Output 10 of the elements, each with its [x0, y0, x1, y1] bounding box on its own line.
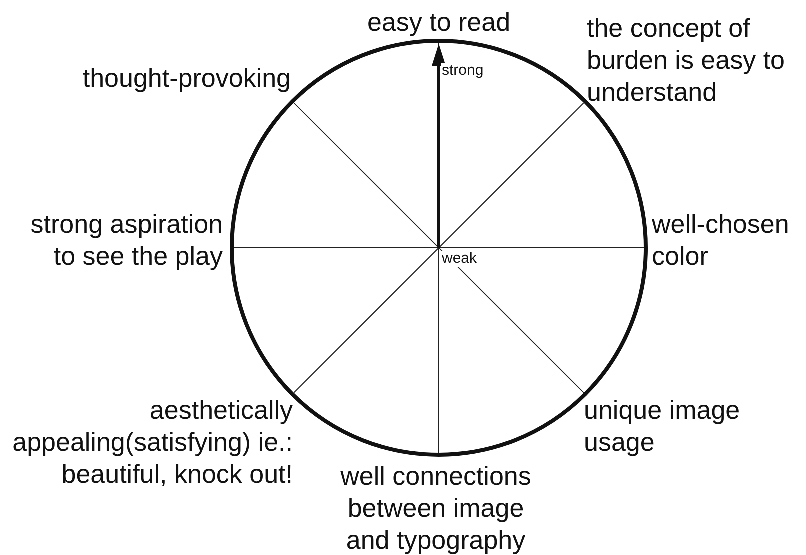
scale-label: strong — [441, 63, 485, 79]
axis-label: easy to read — [366, 6, 512, 38]
axis-label: thought-provoking — [82, 62, 291, 94]
axis-label: aesthetically appealing(satisfying) ie.: beautiful, knock out! — [12, 394, 293, 490]
scale-label: weak — [441, 251, 478, 267]
axis-label: strong aspiration to see the play — [30, 208, 223, 272]
axis-label: unique image usage — [584, 394, 742, 458]
axis-label: the concept of burden is easy to understand — [587, 12, 785, 108]
axis-label: well connections between image and typography — [340, 460, 532, 555]
axis-label: well-chosen color — [652, 208, 790, 272]
